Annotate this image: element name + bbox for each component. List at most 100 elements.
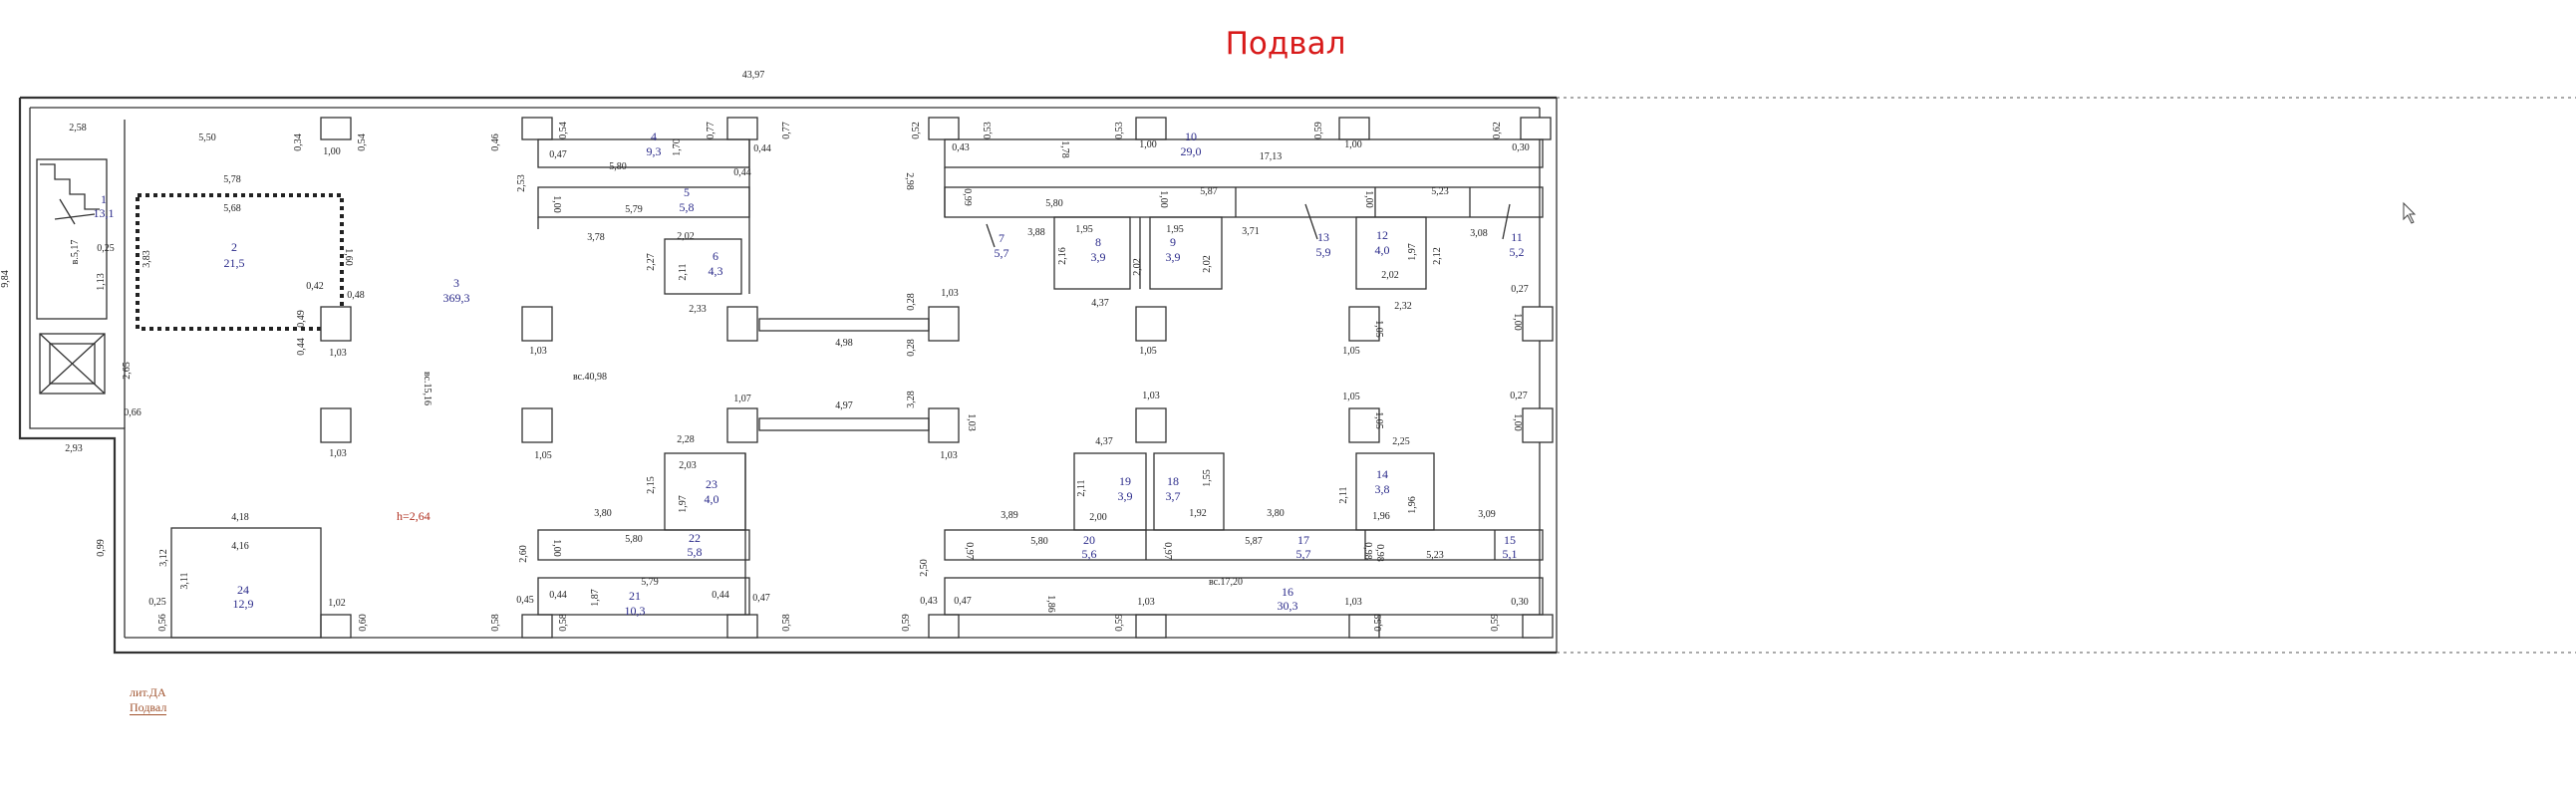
dimension-label: 0,58 bbox=[781, 614, 792, 632]
dimension-label: 2,98 bbox=[904, 172, 915, 190]
room-16-area: 30,3 bbox=[1278, 599, 1298, 613]
dimension-label: 0,30 bbox=[1512, 142, 1530, 153]
dimension-label: 2,11 bbox=[678, 263, 689, 280]
page-title: Подвал bbox=[1225, 26, 1346, 62]
dimension-label: 0,62 bbox=[1492, 122, 1503, 139]
dimension-label: 2,27 bbox=[646, 253, 657, 271]
dimension-label: 1,00 bbox=[1363, 190, 1374, 208]
room-24-walls bbox=[170, 527, 322, 639]
dimension-label: 1,00 bbox=[1139, 139, 1157, 150]
dimension-label: 0,58 bbox=[490, 614, 501, 632]
room-14-number: 14 bbox=[1376, 467, 1388, 481]
room-11-number: 11 bbox=[1511, 230, 1523, 244]
dimension-label: 0,59 bbox=[1373, 614, 1384, 632]
dimension-label: 3,88 bbox=[1027, 227, 1045, 238]
outer-walls bbox=[18, 96, 1558, 655]
dimension-label: 2,02 bbox=[1381, 270, 1399, 281]
room-12-area: 4,0 bbox=[1375, 243, 1390, 257]
room-14-area: 3,8 bbox=[1375, 482, 1390, 496]
dimension-label: 5,79 bbox=[625, 204, 643, 215]
dimension-label: 3,09 bbox=[1478, 509, 1496, 520]
dimension-label: 5,79 bbox=[641, 577, 659, 588]
room-2-number: 2 bbox=[231, 240, 237, 254]
dimension-label: 3,11 bbox=[179, 572, 190, 589]
dimension-label: 0,53 bbox=[983, 122, 994, 139]
dimension-label: 0,53 bbox=[1114, 122, 1125, 139]
dimension-label: 2,28 bbox=[677, 434, 695, 445]
room-leaders bbox=[54, 203, 1511, 248]
dimension-label: 17,13 bbox=[1260, 151, 1283, 162]
room-4-number: 4 bbox=[651, 130, 657, 143]
room-13-number: 13 bbox=[1317, 230, 1329, 244]
dimension-label: 1,92 bbox=[1189, 508, 1207, 519]
dimension-label: 3,12 bbox=[158, 549, 169, 567]
room-15-area: 5,1 bbox=[1503, 547, 1518, 561]
dimension-label: 1,96 bbox=[1407, 496, 1418, 514]
legend-line-2: Подвал bbox=[130, 700, 167, 715]
dimension-label: 0,49 bbox=[296, 310, 307, 328]
room-8-number: 8 bbox=[1095, 235, 1101, 249]
dimension-label: 0,46 bbox=[490, 133, 501, 151]
dimension-label: вс.15,16 bbox=[422, 372, 432, 405]
dimension-label: 1,96 bbox=[1372, 511, 1390, 522]
dimension-label: 5,87 bbox=[1245, 536, 1263, 547]
dimension-label: 0,42 bbox=[306, 281, 324, 292]
room-20-area: 5,6 bbox=[1082, 547, 1097, 561]
dimension-label: 0,44 bbox=[296, 338, 307, 356]
dimension-label: 1,00 bbox=[551, 539, 562, 557]
room-2-area: 21,5 bbox=[224, 256, 245, 270]
dimension-label: 1,03 bbox=[1344, 597, 1362, 608]
room-19-area: 3,9 bbox=[1118, 489, 1133, 503]
room-18-number: 18 bbox=[1167, 474, 1179, 488]
dimension-label: 0,59 bbox=[901, 614, 912, 632]
room-9-number: 9 bbox=[1170, 235, 1176, 249]
dimension-label: 1,70 bbox=[672, 138, 683, 156]
dimension-label: 1,03 bbox=[329, 348, 347, 359]
dimension-label: 0,58 bbox=[558, 614, 569, 632]
dimension-label: 0,28 bbox=[906, 339, 917, 357]
room-17-area: 5,7 bbox=[1296, 547, 1311, 561]
rooms-lower-middle bbox=[944, 452, 1544, 616]
room-24-area: 12,9 bbox=[233, 597, 254, 611]
dimension-label: 0,25 bbox=[148, 597, 166, 608]
dimension-label: 5,50 bbox=[198, 132, 216, 143]
dimension-labels: 43,97 2,58 5,50 0,34 1,00 0,54 0,46 0,54… bbox=[0, 70, 1530, 632]
dimension-label: 1,97 bbox=[1407, 243, 1418, 261]
dimension-label: 0,25 bbox=[97, 243, 115, 254]
dimension-label: 3,80 bbox=[1267, 508, 1285, 519]
dimension-label: 3,78 bbox=[587, 232, 605, 243]
dimension-label: 0,47 bbox=[752, 593, 770, 604]
dimension-label: 3,80 bbox=[594, 508, 612, 519]
room-23-area: 4,0 bbox=[705, 492, 719, 506]
room-19-number: 19 bbox=[1119, 474, 1131, 488]
dimension-label: 1,05 bbox=[534, 450, 552, 461]
dimension-label: 1,03 bbox=[1137, 597, 1155, 608]
dimension-label: 2,58 bbox=[69, 123, 87, 133]
dimension-label: 2,11 bbox=[1338, 486, 1349, 503]
dimension-label: 0,98 bbox=[1374, 544, 1385, 562]
dimension-label: 0,77 bbox=[781, 122, 792, 139]
columns bbox=[320, 117, 1554, 639]
dimension-label: 0,44 bbox=[733, 167, 751, 178]
dimension-label: 1,95 bbox=[1075, 224, 1093, 235]
dimension-label: 0,54 bbox=[357, 133, 368, 151]
dimension-label: 2,02 bbox=[1202, 255, 1213, 273]
dimension-label: 1,05 bbox=[1139, 346, 1157, 357]
dimension-label: 1,13 bbox=[96, 273, 107, 291]
dimension-label: 1,03 bbox=[329, 448, 347, 459]
dimension-label: 0,97 bbox=[964, 542, 975, 560]
room-3-number: 3 bbox=[453, 276, 459, 290]
room-22-area: 5,8 bbox=[688, 545, 703, 559]
ceiling-height-note: h=2,64 bbox=[397, 509, 430, 523]
dimension-label: 1,05 bbox=[1373, 411, 1384, 429]
room-1-area: 13,1 bbox=[94, 206, 115, 220]
dimension-label: 3,83 bbox=[142, 250, 152, 268]
dimension-label: 3,71 bbox=[1242, 226, 1260, 237]
room-7-number: 7 bbox=[999, 231, 1004, 245]
dimension-label: 2,53 bbox=[516, 174, 527, 192]
dimension-label: 0,54 bbox=[558, 122, 569, 139]
dimension-label: 1,00 bbox=[1512, 313, 1523, 331]
dimension-label: 0,99 bbox=[962, 188, 973, 206]
dimension-label: 0,77 bbox=[706, 122, 716, 139]
legend-line-1: лит.ДА bbox=[130, 685, 166, 699]
